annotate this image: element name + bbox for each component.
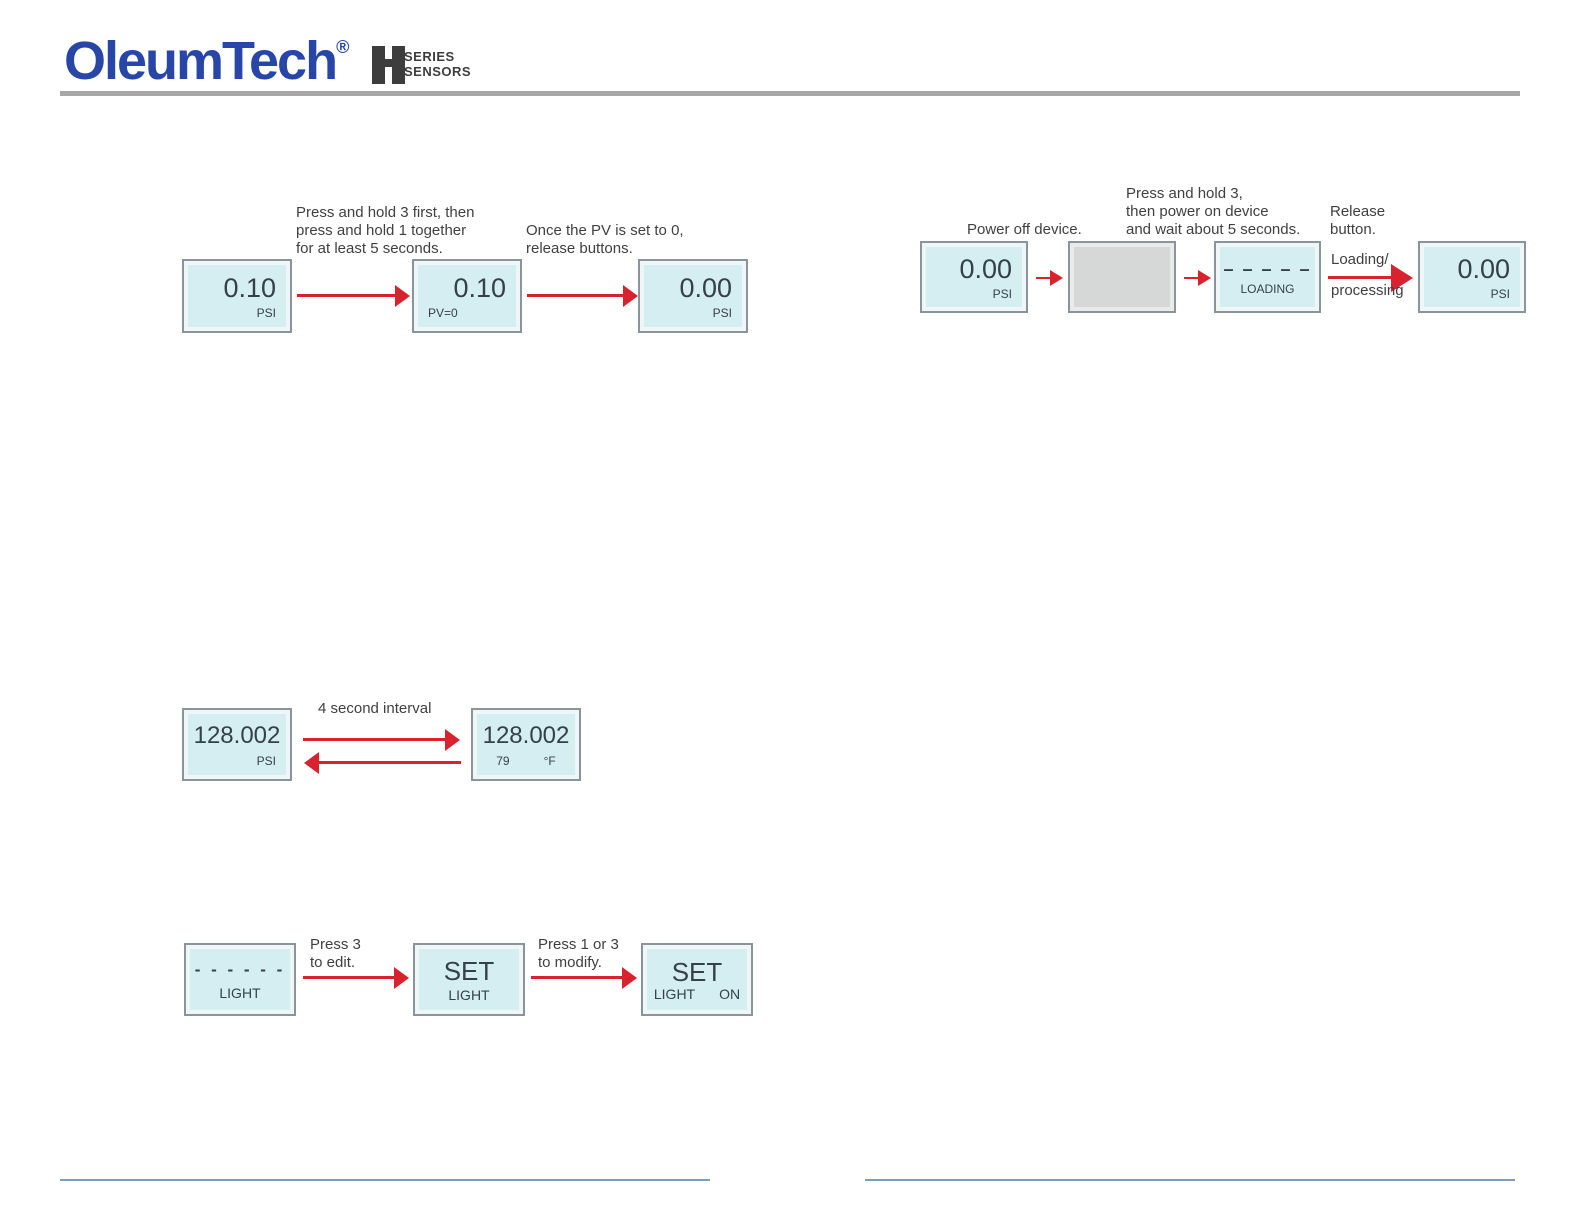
lcd-value: 0.00 bbox=[679, 272, 732, 303]
lcd-display-psi-000: 0.00 PSI bbox=[1418, 241, 1526, 313]
lcd-unit: LIGHT bbox=[219, 984, 261, 1001]
loading-label-top: Loading/ bbox=[1331, 251, 1389, 268]
sensors-word: SENSORS bbox=[404, 64, 472, 79]
flow-arrow-icon bbox=[1328, 276, 1391, 279]
flow-arrow-icon bbox=[297, 294, 395, 297]
lcd-display-temp-128: 128.002 79 °F bbox=[471, 708, 581, 781]
footer-divider-right bbox=[865, 1179, 1515, 1181]
light-step2-caption: Press 1 or 3 to modify. bbox=[538, 936, 619, 971]
flow-arrow-icon bbox=[531, 976, 622, 979]
lcd-temp-value: 79 bbox=[496, 754, 510, 768]
flow-arrow-icon bbox=[527, 294, 623, 297]
footer-divider-left bbox=[60, 1179, 710, 1181]
lcd-display-set-light-on: SET LIGHT ON bbox=[641, 943, 753, 1016]
toggle-interval-caption: 4 second interval bbox=[318, 700, 432, 717]
lcd-unit: PSI bbox=[256, 754, 276, 768]
oleumtech-logo: OleumTech® bbox=[64, 30, 349, 92]
lcd-dashes: – – – – – bbox=[1223, 258, 1312, 279]
lcd-dashes: - - - - - - bbox=[194, 959, 286, 979]
header-divider bbox=[60, 91, 1520, 96]
zero-pv-step1-caption: Press and hold 3 first, then press and h… bbox=[296, 204, 475, 257]
reboot-step3-caption: Release button. bbox=[1330, 203, 1386, 238]
logo-word: OleumTech bbox=[64, 31, 338, 91]
lcd-display-psi-010: 0.10 PSI bbox=[182, 259, 292, 333]
lcd-display-psi-000: 0.00 PSI bbox=[920, 241, 1028, 313]
lcd-value: 128.002 bbox=[482, 722, 570, 749]
lcd-display-loading: – – – – – LOADING bbox=[1214, 241, 1321, 313]
lcd-display-psi-128: 128.002 PSI bbox=[182, 708, 292, 781]
lcd-value: 0.10 bbox=[223, 272, 276, 303]
lcd-unit: PSI bbox=[256, 305, 276, 320]
h-bar-mid bbox=[385, 59, 392, 67]
h-bar-right bbox=[392, 46, 405, 84]
reboot-step2-caption: Press and hold 3, then power on device a… bbox=[1126, 185, 1301, 238]
flow-arrow-icon bbox=[303, 738, 445, 741]
registered-mark: ® bbox=[336, 37, 350, 57]
h-bar-left bbox=[372, 46, 385, 84]
lcd-display-set-light: SET LIGHT bbox=[413, 943, 525, 1016]
lcd-unit: LOADING bbox=[1240, 281, 1295, 296]
lcd-unit: PV=0 bbox=[428, 305, 458, 320]
lcd-value: 0.00 bbox=[959, 253, 1012, 284]
light-step1-caption: Press 3 to edit. bbox=[310, 936, 361, 971]
lcd-unit: LIGHT bbox=[448, 987, 490, 1003]
zero-pv-step2-caption: Once the PV is set to 0, release buttons… bbox=[526, 222, 684, 257]
flow-arrow-icon bbox=[1036, 277, 1050, 279]
lcd-value: SET bbox=[671, 957, 723, 987]
lcd-value: 0.10 bbox=[453, 272, 506, 303]
lcd-display-light-dashes: - - - - - - LIGHT bbox=[184, 943, 296, 1016]
lcd-value: SET bbox=[443, 956, 495, 986]
lcd-state: ON bbox=[719, 986, 741, 1002]
lcd-unit: PSI bbox=[992, 286, 1012, 301]
lcd-unit: PSI bbox=[1490, 286, 1510, 301]
lcd-display-powered-off bbox=[1068, 241, 1176, 313]
lcd-value: 0.00 bbox=[1457, 253, 1510, 284]
flow-arrow-icon bbox=[303, 976, 394, 979]
lcd-unit: LIGHT bbox=[653, 986, 696, 1002]
flow-arrow-icon bbox=[1184, 277, 1198, 279]
lcd-display-pv0: 0.10 PV=0 bbox=[412, 259, 522, 333]
lcd-temp-unit: °F bbox=[543, 754, 556, 768]
lcd-unit: PSI bbox=[712, 305, 732, 320]
series-word: SERIES bbox=[404, 49, 455, 64]
h-series-logo-icon bbox=[372, 46, 405, 84]
lcd-display-psi-000: 0.00 PSI bbox=[638, 259, 748, 333]
lcd-value: 128.002 bbox=[193, 722, 281, 749]
loading-label-bottom: processing bbox=[1331, 282, 1404, 299]
reboot-step1-caption: Power off device. bbox=[967, 221, 1082, 238]
flow-arrow-icon bbox=[319, 761, 461, 764]
series-sensors-label: SERIES SENSORS bbox=[404, 49, 471, 79]
